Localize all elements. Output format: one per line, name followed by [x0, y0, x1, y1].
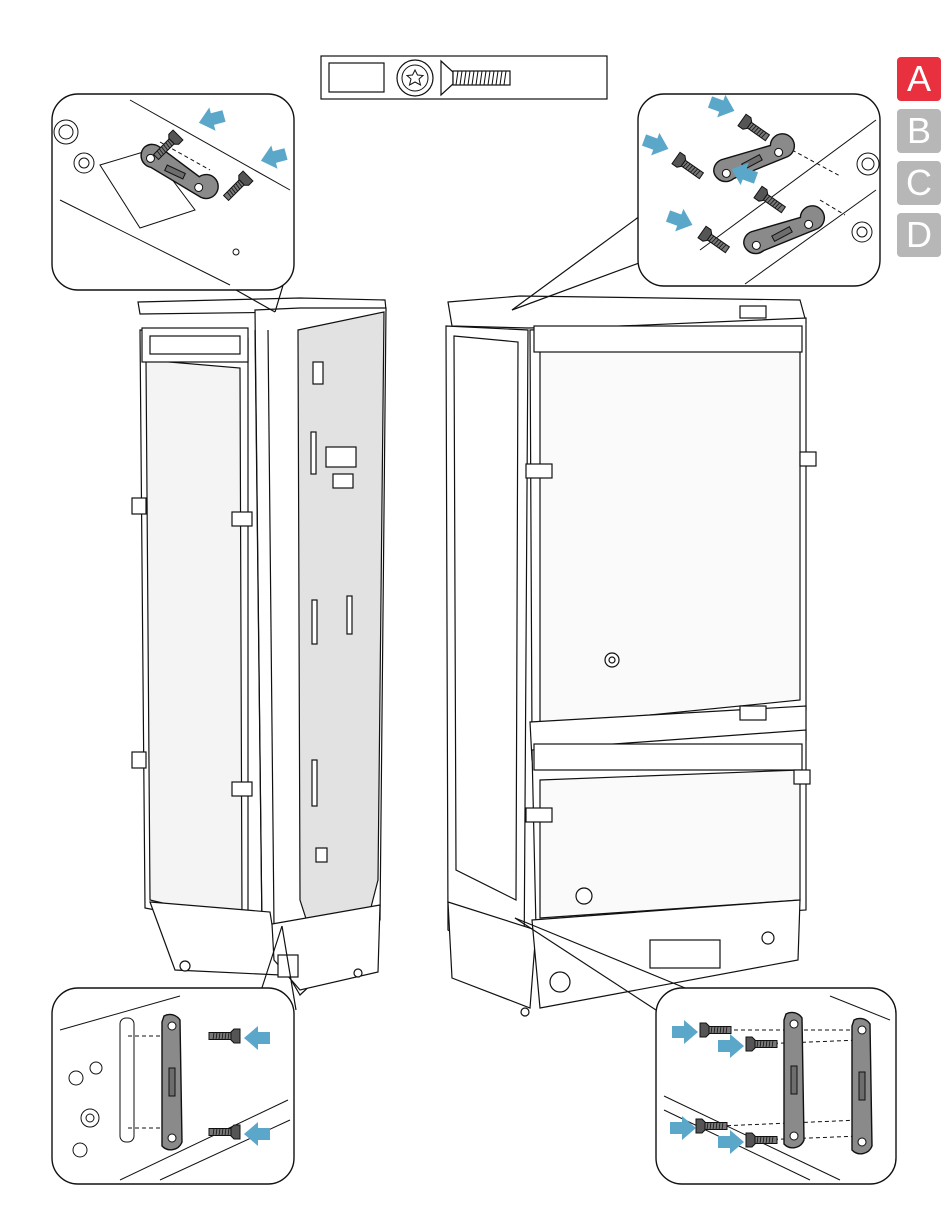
detail-top-right	[638, 91, 880, 286]
right-appliance	[446, 296, 816, 1016]
step-tab-b[interactable]: B	[897, 109, 941, 153]
torx-head-icon	[397, 60, 433, 96]
quantity-box	[329, 63, 384, 92]
step-tab-c[interactable]: C	[897, 161, 941, 205]
parts-box	[321, 56, 607, 99]
left-appliance	[132, 298, 386, 995]
step-tabs: A B C D	[897, 57, 943, 265]
detail-bottom-right	[656, 988, 896, 1184]
side-panel	[298, 312, 384, 962]
step-tab-d[interactable]: D	[897, 213, 941, 257]
detail-top-left	[52, 94, 294, 290]
step-tab-a[interactable]: A	[897, 57, 941, 101]
detail-bottom-left	[52, 988, 294, 1184]
